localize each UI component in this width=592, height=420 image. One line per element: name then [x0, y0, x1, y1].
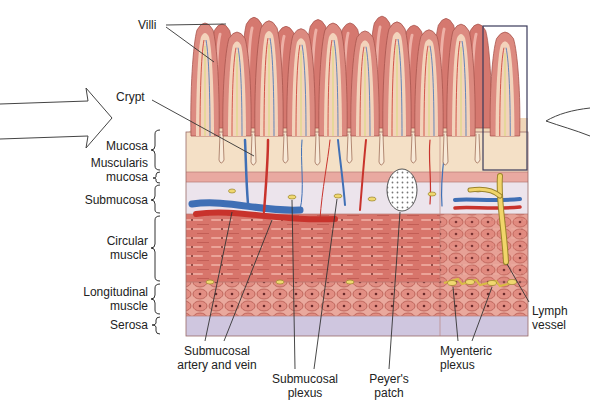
part-label: Mucosa [106, 139, 148, 153]
leader-lines [152, 24, 529, 369]
longitudinal-muscle-layer [186, 282, 528, 316]
wall-layers [186, 132, 528, 336]
lymph-vessel [470, 176, 506, 262]
peyers-patch [387, 169, 417, 211]
mucosa-layer [186, 132, 528, 172]
highlight-box [483, 26, 527, 170]
part-label: Submucosal plexus [267, 372, 343, 400]
part-label: Lymph vessel [532, 304, 578, 332]
part-label: Muscularis mucosa [76, 156, 148, 184]
part-label: Circular muscle [88, 234, 148, 262]
submucosa-layer [186, 182, 528, 214]
part-label: Myenteric plexus [440, 344, 506, 372]
crypts [219, 134, 480, 165]
part-label: Villi [138, 18, 156, 32]
part-label: Longitudinal muscle [70, 285, 148, 313]
direction-arrows [0, 88, 590, 148]
part-label: Serosa [110, 318, 148, 332]
front-villi [191, 21, 520, 136]
part-label: Crypt [116, 90, 145, 104]
blood-vessels [192, 140, 520, 219]
part-label: Submucosal artery and vein [171, 344, 263, 372]
side-face-cells [440, 214, 528, 282]
myenteric-plexus [206, 279, 517, 286]
muscularis-layer [186, 172, 528, 182]
part-label: Submucosa [85, 193, 148, 207]
submucosal-plexus [229, 188, 483, 201]
part-label: Peyer's patch [363, 372, 415, 400]
circular-muscle-layer [186, 214, 528, 282]
layer-braces [151, 130, 160, 334]
serosa-layer [186, 316, 528, 336]
